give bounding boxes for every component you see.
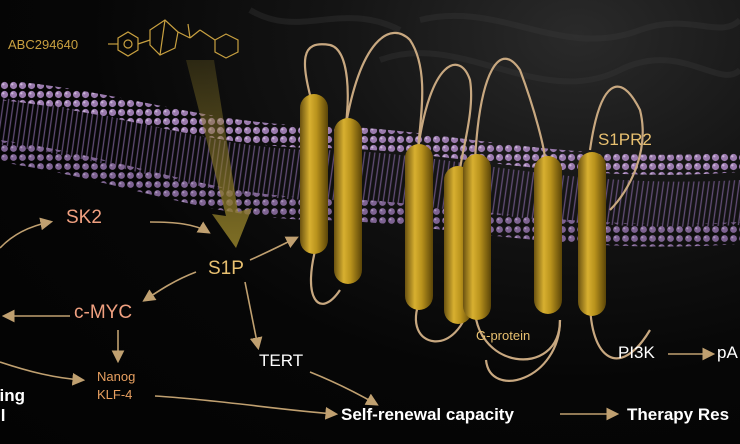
gprotein-label: G-protein <box>476 328 531 343</box>
drug-molecule <box>108 19 239 59</box>
pa-label: pA <box>717 343 738 362</box>
initiating-label: tiating <box>0 386 25 405</box>
signaling-arrows <box>0 217 716 421</box>
smoke-background <box>248 7 740 85</box>
pi3k-label: PI3K <box>618 343 655 362</box>
s1p-label: S1P <box>208 258 244 279</box>
klf4-label: KLF-4 <box>97 387 133 402</box>
cell-label: ll <box>0 406 6 425</box>
nanog-label: Nanog <box>97 369 136 384</box>
drug-label: ABC294640 <box>8 37 79 52</box>
s1pr2-receptor <box>300 94 606 324</box>
therapy-label: Therapy Res <box>627 405 730 424</box>
tert-label: TERT <box>259 351 304 370</box>
self-renewal-label: Self-renewal capacity <box>341 405 514 424</box>
membrane-upper-leaflet <box>0 80 740 175</box>
s1pr2-label: S1PR2 <box>598 130 652 149</box>
cmyc-label: c-MYC <box>74 302 133 323</box>
drug-inhibition-arrow <box>186 60 252 248</box>
sk2-label: SK2 <box>66 207 102 228</box>
